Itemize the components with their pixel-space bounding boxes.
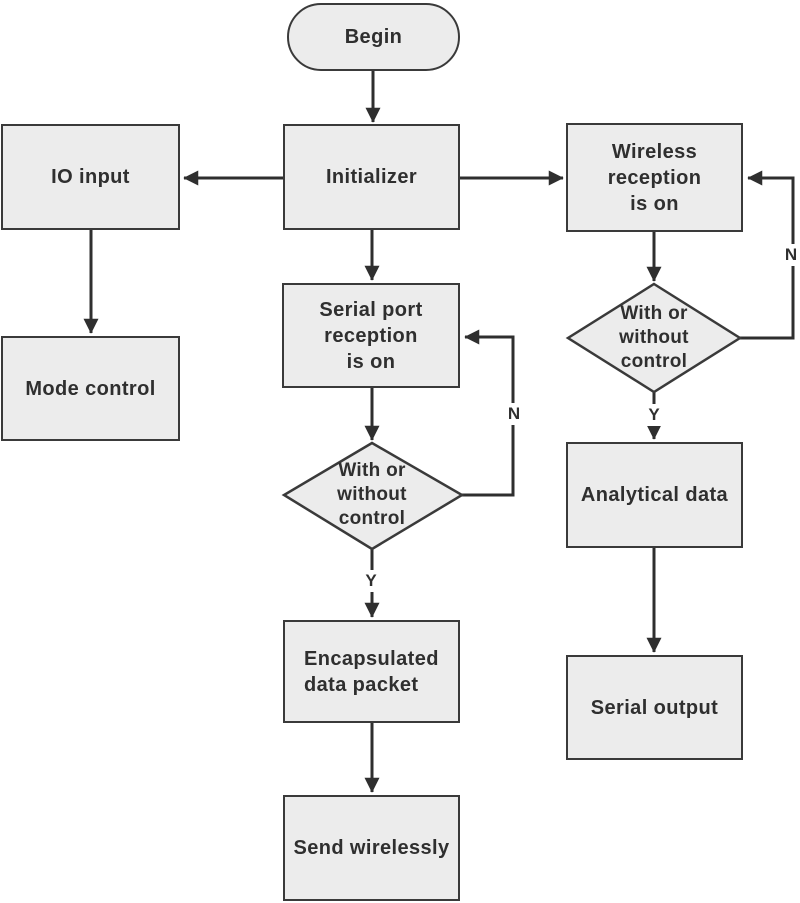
node-mode-control-label: Mode control — [25, 377, 156, 400]
node-analytical-data: Analytical data — [566, 442, 743, 548]
node-serial-port-reception-label: Serial port reception is on — [319, 298, 423, 373]
node-analytical-data-label: Analytical data — [580, 484, 729, 506]
edge-label-no-right: N — [781, 244, 800, 266]
node-wireless-reception: Wireless reception is on — [566, 123, 743, 232]
node-send-wirelessly: Send wirelessly — [283, 795, 460, 901]
node-io-input-label: IO input — [51, 166, 130, 188]
node-serial-output: Serial output — [566, 655, 743, 760]
node-encapsulated-data-packet-label: Encapsulated data packet — [304, 647, 439, 696]
decision-with-or-without-control-center — [281, 441, 465, 551]
node-begin-label: Begin — [344, 26, 403, 48]
node-initializer-label: Initializer — [325, 166, 418, 188]
edge-label-yes-right: Y — [645, 404, 663, 426]
node-send-wirelessly-label: Send wirelessly — [293, 837, 450, 859]
node-serial-port-reception: Serial port reception is on — [282, 283, 460, 388]
node-io-input: IO input — [1, 124, 180, 230]
node-encapsulated-data-packet: Encapsulated data packet — [283, 620, 460, 723]
node-begin: Begin — [287, 3, 460, 71]
edge-label-yes-center: Y — [362, 570, 380, 592]
decision-with-or-without-control-right — [565, 282, 743, 394]
edge-label-no-center: N — [504, 403, 524, 425]
node-serial-output-label: Serial output — [590, 696, 719, 719]
node-wireless-reception-label: Wireless reception is on — [607, 140, 702, 215]
node-initializer: Initializer — [283, 124, 460, 230]
node-mode-control: Mode control — [1, 336, 180, 441]
